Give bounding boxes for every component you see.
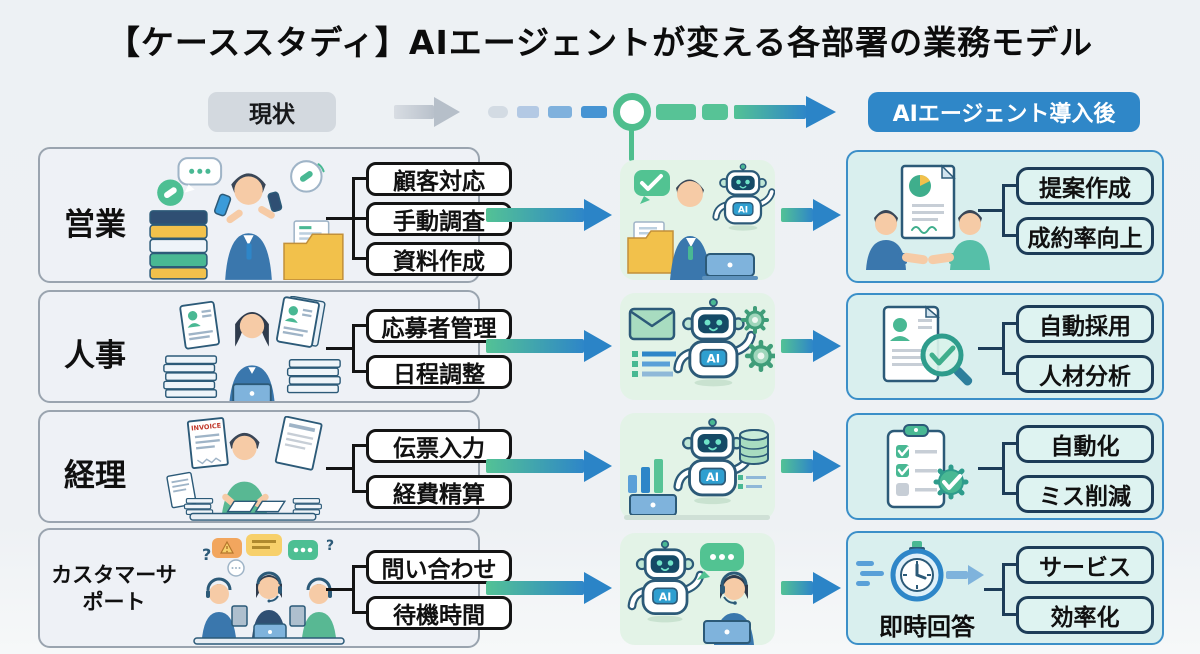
flow-arrow-icon <box>781 339 813 353</box>
benefit-tag: 人材分析 <box>1016 355 1154 393</box>
support-current-box: カスタマーサポート ? ? <box>38 528 512 648</box>
timeline-arrow-head-icon <box>806 96 836 128</box>
sales-ai-illustration <box>627 160 775 280</box>
department-label-sales: 営業 <box>64 207 126 243</box>
current-state-label: 現状 <box>208 92 336 132</box>
department-label-hr: 人事 <box>64 338 126 374</box>
sales-current-illustration <box>149 157 344 280</box>
benefit-tag: 自動化 <box>1016 425 1154 463</box>
accounting-current-illustration: INVOICE <box>166 416 323 521</box>
question-glyph: ? <box>326 538 334 554</box>
hr-after-box: 自動採用 人材分析 <box>846 293 1164 400</box>
hr-after-illustration <box>882 305 973 386</box>
support-current-illustration: ? ? <box>193 534 345 645</box>
timeline-node-stem <box>629 129 634 161</box>
accounting-after-illustration <box>886 424 996 509</box>
flow-arrow-icon <box>486 339 584 353</box>
flow-arrow-icon <box>781 581 813 595</box>
hr-ai-box <box>620 293 775 400</box>
task-tag: 応募者管理 <box>366 309 512 343</box>
after-state-text: AIエージェント導入後 <box>892 102 1116 127</box>
hr-current-box: 人事 <box>38 290 512 403</box>
task-tag: 日程調整 <box>366 355 512 389</box>
transition-arrow-head-icon <box>434 97 460 127</box>
flow-arrow-icon <box>781 459 813 473</box>
task-tag: 資料作成 <box>366 242 512 276</box>
support-after-illustration <box>856 541 984 602</box>
question-glyph: ? <box>202 545 211 564</box>
instant-response-caption: 即時回答 <box>879 613 975 641</box>
accounting-after-box: 自動化 ミス削減 <box>846 413 1164 520</box>
flow-arrow-icon <box>486 581 584 595</box>
timeline-arrow-stem <box>734 105 806 119</box>
timeline-green-segment <box>702 104 728 120</box>
task-tag: 伝票入力 <box>366 429 512 463</box>
accounting-ai-box <box>620 413 775 520</box>
after-state-badge: AIエージェント導入後 <box>868 92 1140 132</box>
accounting-ai-illustration <box>624 413 770 520</box>
department-label-accounting: 経理 <box>64 458 126 494</box>
task-tag: 経費精算 <box>366 475 512 509</box>
support-ai-illustration <box>620 533 754 645</box>
current-state-text: 現状 <box>249 102 295 128</box>
progress-timeline <box>488 106 638 118</box>
page-title: 【ケーススタディ】AIエージェントが変える各部署の業務モデル <box>106 23 1094 62</box>
task-tag: 顧客対応 <box>366 162 512 196</box>
support-ai-box <box>620 533 775 645</box>
accounting-current-box: 経理 INVOICE <box>38 410 512 523</box>
benefit-tag: 自動採用 <box>1016 305 1154 343</box>
flow-arrow-icon <box>486 459 584 473</box>
flow-arrow-icon <box>486 208 584 222</box>
sales-ai-box <box>620 160 775 280</box>
invoice-label: INVOICE <box>191 422 222 433</box>
benefit-tag: サービス <box>1016 546 1154 584</box>
sales-after-illustration <box>866 164 990 270</box>
flow-arrow-icon <box>781 208 813 222</box>
task-tag: 待機時間 <box>366 596 512 630</box>
benefit-tag: ミス削減 <box>1016 475 1154 513</box>
benefit-tag: 効率化 <box>1016 596 1154 634</box>
task-tag: 問い合わせ <box>366 550 512 584</box>
benefit-tag: 提案作成 <box>1016 167 1154 205</box>
transition-arrow-icon <box>394 105 434 119</box>
timeline-green-segment <box>656 104 696 120</box>
sales-after-box: 提案作成 成約率向上 <box>846 150 1164 283</box>
department-label-support: カスタマーサポート <box>51 563 177 615</box>
hr-current-illustration <box>163 296 341 401</box>
support-after-box: 即時回答 サービス 効率化 <box>846 531 1164 645</box>
sales-current-box: 営業 <box>38 147 512 283</box>
hr-ai-illustration <box>628 293 775 400</box>
benefit-tag: 成約率向上 <box>1016 217 1154 255</box>
timeline-node-icon <box>613 93 651 131</box>
